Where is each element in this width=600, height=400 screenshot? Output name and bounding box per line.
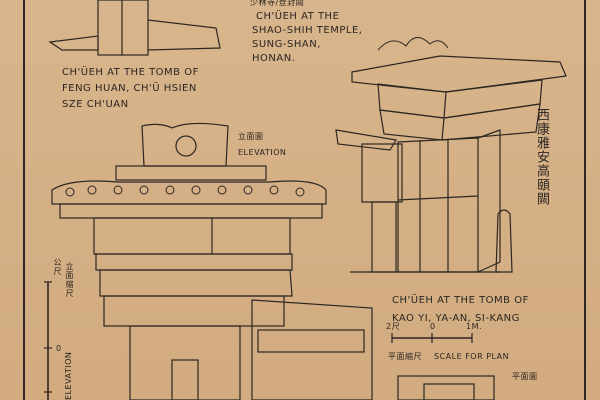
scale-unit-cn: 公尺 bbox=[53, 258, 62, 276]
elevation-scale-cn: 立面縮尺 bbox=[65, 262, 74, 298]
elevation-label-cn: 立面圖 bbox=[238, 132, 264, 141]
scale-zero: 0 bbox=[56, 344, 62, 353]
kao-yi-caption-line-2: KAO YI, YA-AN, SI-KANG bbox=[392, 313, 520, 324]
feng-huan-caption-line-3: SZE CH'UAN bbox=[62, 99, 129, 110]
temple-caption-cn: 少林寺/登封闕 bbox=[250, 0, 305, 7]
feng-huan-caption-line-1: CH'ÜEH AT THE TOMB OF bbox=[62, 67, 199, 78]
temple-caption-line-2: SHAO-SHIH TEMPLE, bbox=[252, 25, 363, 36]
plan-scale-tick-1m: 1M. bbox=[466, 322, 483, 331]
temple-caption-line-1: CH'ÜEH AT THE bbox=[256, 11, 340, 22]
feng-huan-caption-line-2: FENG HUAN, CH'Ü HSIEN bbox=[62, 83, 197, 94]
kao-yi-title-cn: 西康雅安高頤闕 bbox=[534, 108, 549, 206]
plan-scale-tick-0: 0 bbox=[430, 322, 436, 331]
temple-caption-line-3: SUNG-SHAN, bbox=[252, 39, 321, 50]
kao-yi-caption-line-1: CH'ÜEH AT THE TOMB OF bbox=[392, 295, 529, 306]
plan-scale-cn: 平面縮尺 bbox=[388, 352, 422, 361]
plan-label: 平面圖 bbox=[512, 372, 538, 381]
plan-scale-en: SCALE FOR PLAN bbox=[434, 352, 510, 361]
temple-caption-line-4: HONAN. bbox=[252, 53, 296, 64]
plan-scale-tick-2: 2尺 bbox=[386, 322, 401, 331]
scale-elevation-label: ELEVATION bbox=[64, 351, 73, 400]
elevation-label-en: ELEVATION bbox=[238, 148, 287, 157]
